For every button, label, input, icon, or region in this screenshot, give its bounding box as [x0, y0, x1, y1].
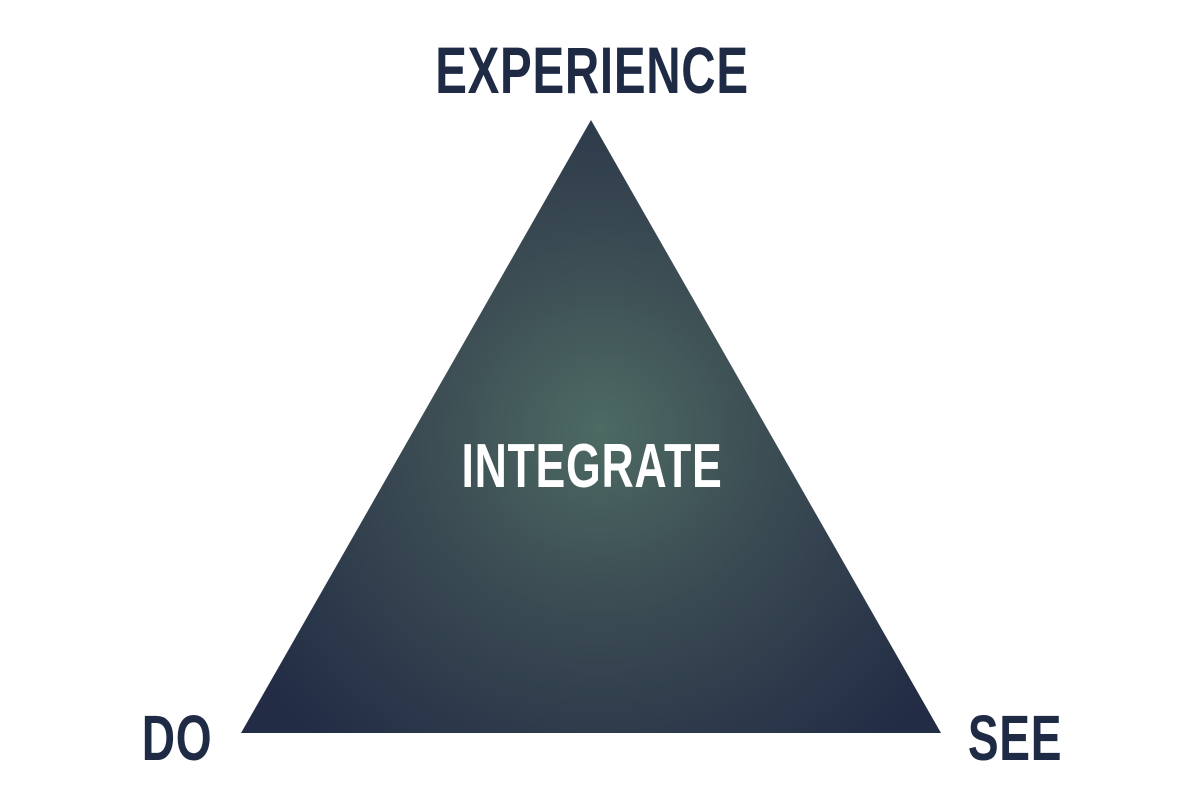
- center-label-integrate: INTEGRATE: [461, 432, 723, 501]
- vertex-label-see: SEE: [967, 702, 1063, 774]
- vertex-label-do: DO: [141, 702, 213, 774]
- vertex-label-experience: EXPERIENCE: [435, 33, 749, 107]
- triangle-shape: [241, 120, 941, 733]
